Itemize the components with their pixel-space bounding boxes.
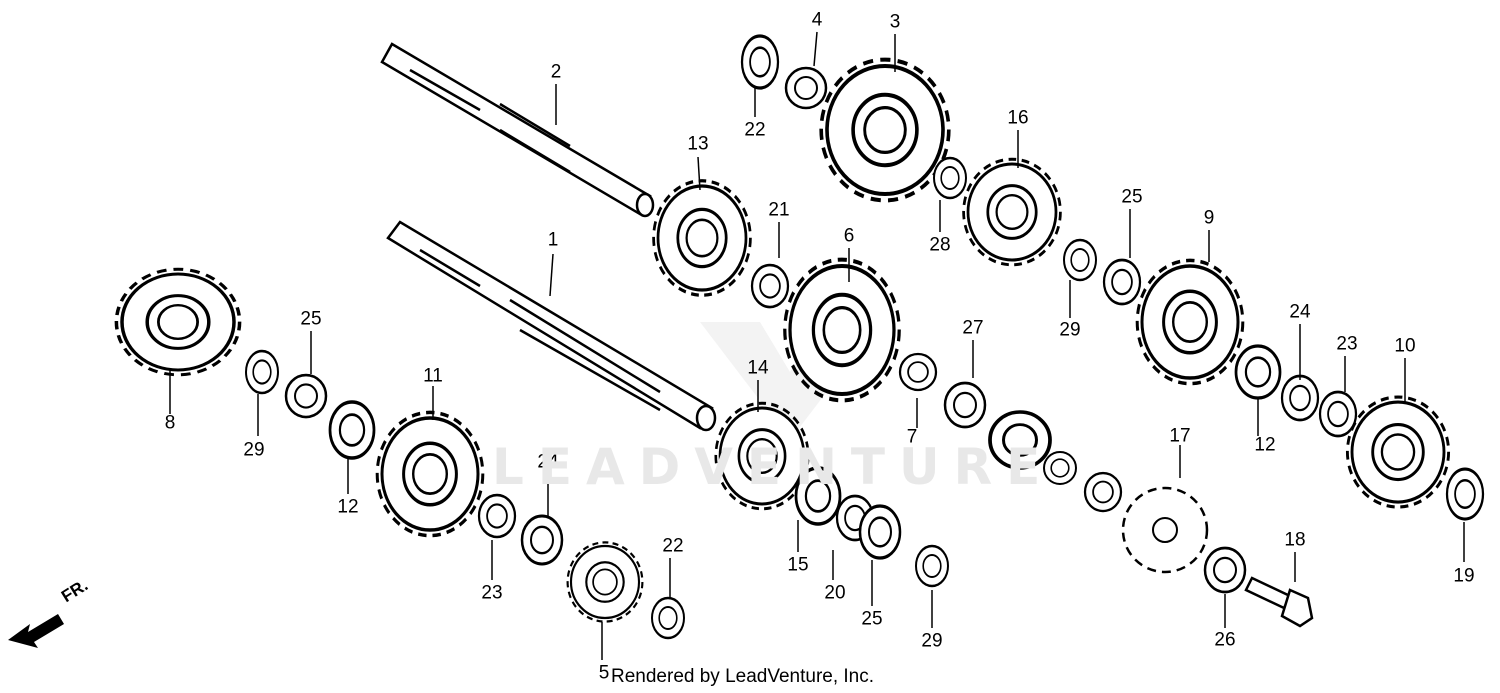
- callout-21: 21: [768, 199, 790, 221]
- gear-9: [1135, 258, 1245, 386]
- callout-24-right: 24: [1289, 301, 1311, 323]
- callout-16: 16: [1007, 107, 1029, 129]
- callout-10: 10: [1394, 335, 1416, 357]
- callout-29-right: 29: [1059, 319, 1081, 341]
- callout-12-right: 12: [1254, 434, 1276, 456]
- callout-15: 15: [787, 554, 809, 576]
- callout-11: 11: [423, 365, 443, 387]
- callout-13: 13: [687, 133, 709, 155]
- callout-1: 1: [547, 229, 559, 251]
- callout-4: 4: [811, 9, 823, 31]
- callout-22-bottom: 22: [662, 535, 684, 557]
- callout-14: 14: [747, 357, 769, 379]
- callout-19: 19: [1453, 565, 1475, 587]
- callout-18: 18: [1284, 529, 1306, 551]
- sprocket-bolt: [1244, 576, 1314, 628]
- callout-9: 9: [1203, 207, 1215, 229]
- gear-5: [566, 541, 644, 623]
- callout-3: 3: [889, 11, 901, 33]
- watermark-text: LEADVENTURE: [492, 438, 1055, 496]
- callout-23-right: 23: [1336, 333, 1358, 355]
- callout-28: 28: [929, 234, 951, 256]
- leader-lines: [169, 31, 1465, 660]
- callout-27: 27: [962, 317, 984, 339]
- callout-25-right: 25: [1121, 186, 1143, 208]
- drive-sprocket: [1121, 486, 1209, 574]
- gear-10: [1345, 395, 1451, 509]
- callout-2: 2: [550, 61, 562, 83]
- callout-17: 17: [1169, 425, 1191, 447]
- callout-5: 5: [598, 662, 610, 684]
- credit-text: Rendered by LeadVenture, Inc.: [611, 666, 875, 687]
- callout-6: 6: [843, 225, 855, 247]
- callout-7: 7: [906, 426, 918, 448]
- gear-11: [375, 410, 485, 538]
- callout-20: 20: [824, 582, 846, 604]
- callout-23-left: 23: [481, 582, 503, 604]
- callout-25-bottom: 25: [861, 608, 883, 630]
- callout-26: 26: [1214, 629, 1236, 651]
- callout-29-left: 29: [243, 439, 265, 461]
- callout-8: 8: [164, 412, 176, 434]
- main-shaft: [380, 42, 655, 218]
- gear-8: [114, 267, 242, 377]
- gear-3: [821, 60, 949, 201]
- gear-13: [651, 179, 753, 297]
- callout-24-left: 24: [537, 451, 559, 473]
- gear-16: [962, 157, 1062, 267]
- callout-25-left: 25: [300, 308, 322, 330]
- callout-29-bottom: 29: [921, 630, 943, 652]
- callout-22-top: 22: [744, 119, 766, 141]
- counter-shaft: [386, 220, 717, 432]
- callout-12-left: 12: [337, 496, 359, 518]
- front-direction-arrow: [8, 614, 64, 648]
